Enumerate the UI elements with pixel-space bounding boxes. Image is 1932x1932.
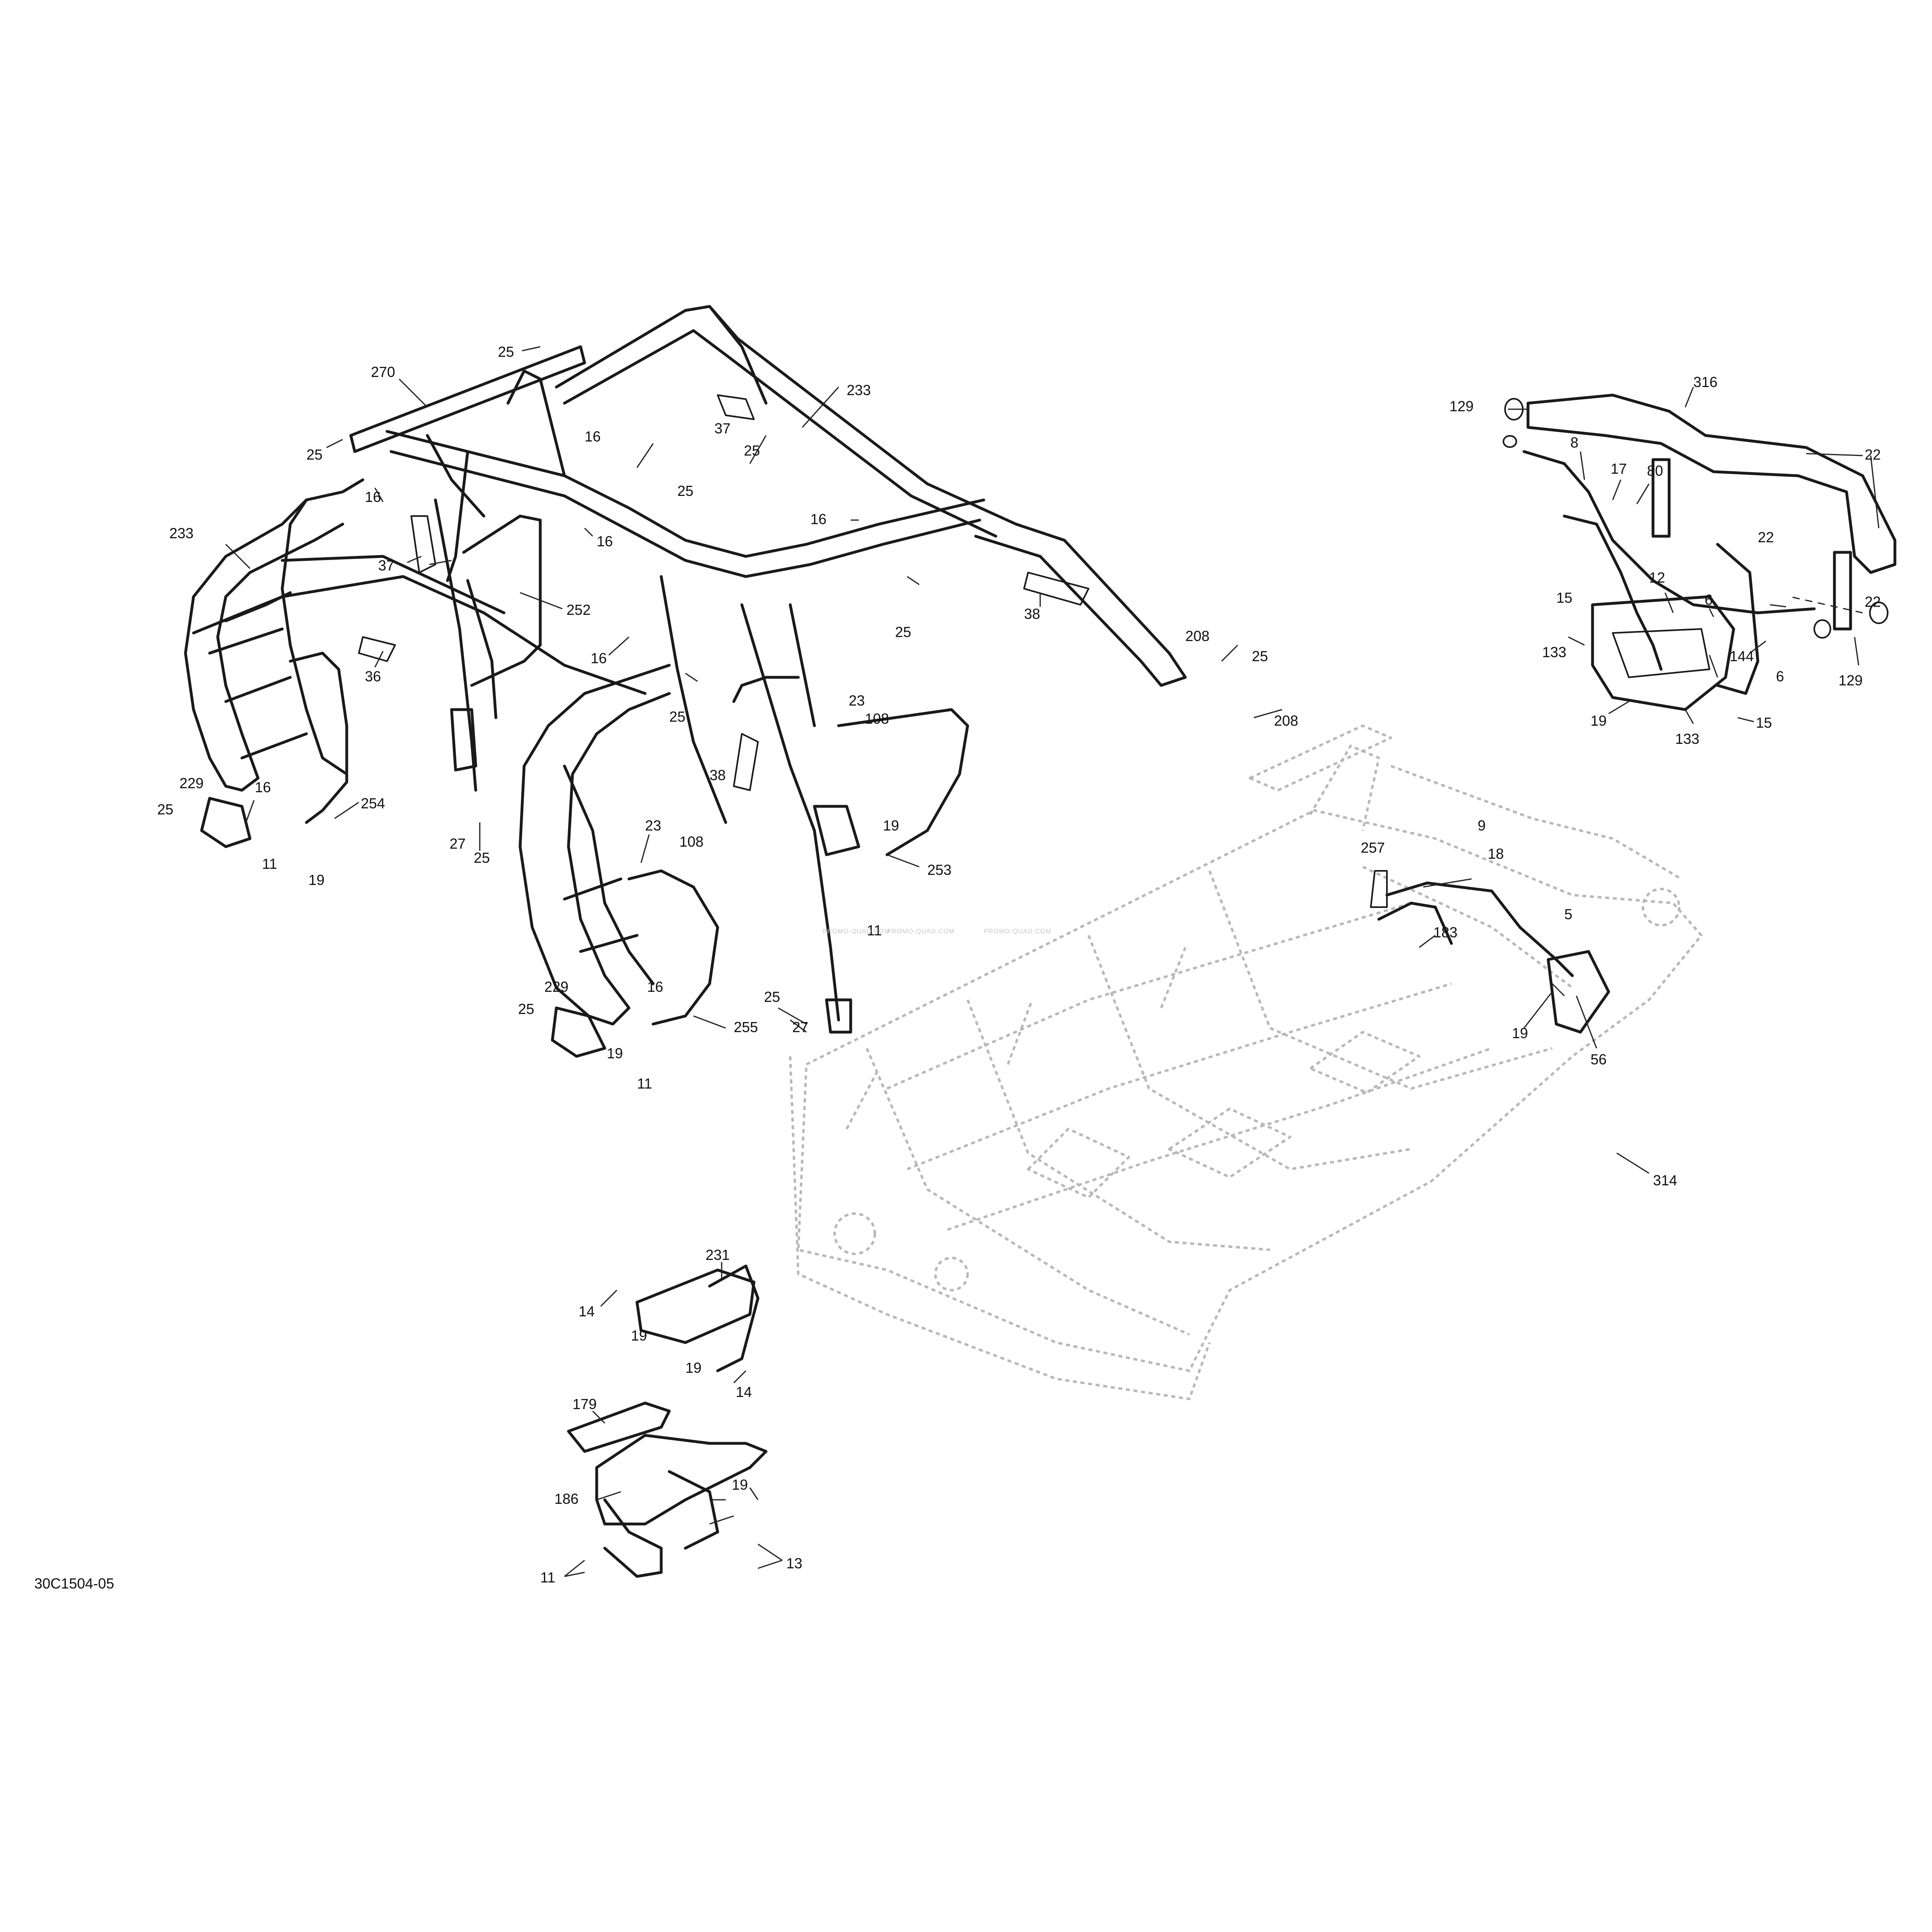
callout-25: 25 — [744, 442, 760, 459]
callout-14: 14 — [736, 1384, 752, 1400]
callout-208: 208 — [1185, 628, 1210, 644]
callout-6: 6 — [1705, 591, 1713, 608]
callout-16: 16 — [365, 489, 381, 505]
callout-179: 179 — [573, 1396, 597, 1412]
callout-25: 25 — [669, 708, 685, 725]
callout-19: 19 — [1591, 712, 1607, 729]
callout-16: 16 — [255, 779, 271, 795]
watermark: PROMO-QUAD.COM — [822, 928, 890, 935]
callout-19: 19 — [1512, 1025, 1528, 1041]
callout-9: 9 — [1478, 817, 1486, 834]
callout-12: 12 — [1649, 569, 1665, 586]
callout-16: 16 — [585, 428, 601, 445]
callout-108: 108 — [865, 710, 889, 727]
watermark: PROMO-QUAD.COM — [984, 928, 1051, 935]
callout-252: 252 — [566, 602, 591, 618]
callout-56: 56 — [1591, 1051, 1607, 1068]
chassis-frame-314 — [789, 724, 1703, 1400]
callout-labels: 270 25 25 16 37 25 233 25 16 16 233 16 3… — [157, 344, 1881, 1586]
callout-38: 38 — [710, 767, 726, 783]
reference-code: 30C1504-05 — [34, 1575, 114, 1592]
callout-11: 11 — [637, 1075, 652, 1092]
callout-144: 144 — [1730, 648, 1754, 664]
roll-cage-frame — [184, 305, 1187, 1058]
callout-25: 25 — [498, 344, 514, 360]
callout-36: 36 — [365, 668, 381, 685]
callout-108: 108 — [679, 833, 704, 850]
callout-231: 231 — [706, 1247, 730, 1263]
mid-components — [1370, 870, 1610, 1034]
callout-37: 37 — [378, 557, 394, 574]
callout-16: 16 — [591, 650, 607, 666]
callout-270: 270 — [371, 364, 395, 380]
callout-22: 22 — [1865, 446, 1881, 463]
callout-183: 183 — [1433, 924, 1457, 941]
callout-129: 129 — [1449, 398, 1474, 414]
callout-15: 15 — [1556, 589, 1572, 606]
callout-233: 233 — [169, 525, 194, 541]
callout-23: 23 — [849, 692, 865, 709]
callout-186: 186 — [554, 1491, 579, 1507]
hitch-assembly — [567, 1264, 768, 1578]
callout-25: 25 — [764, 989, 780, 1005]
callout-38: 38 — [1024, 606, 1040, 622]
callout-253: 253 — [927, 862, 951, 878]
callout-15: 15 — [1756, 714, 1772, 731]
callout-25: 25 — [474, 849, 490, 866]
callout-18: 18 — [1488, 845, 1504, 862]
callout-17: 17 — [1611, 460, 1627, 477]
leader-lines — [225, 346, 1880, 1577]
callout-22: 22 — [1758, 529, 1774, 545]
callout-25: 25 — [1252, 648, 1268, 664]
callout-25: 25 — [518, 1001, 534, 1017]
callout-19: 19 — [308, 872, 325, 888]
callout-257: 257 — [1361, 839, 1385, 856]
callout-25: 25 — [677, 483, 693, 499]
callout-229: 229 — [544, 978, 568, 995]
callout-255: 255 — [734, 1019, 758, 1035]
callout-25: 25 — [306, 446, 323, 463]
callout-37: 37 — [714, 420, 731, 437]
callout-133: 133 — [1542, 644, 1566, 660]
callout-254: 254 — [361, 795, 385, 812]
callout-23: 23 — [645, 817, 661, 834]
callout-11: 11 — [540, 1569, 555, 1586]
callout-25: 25 — [895, 624, 911, 640]
callout-8: 8 — [1570, 434, 1578, 451]
callout-129: 129 — [1838, 672, 1863, 689]
callout-16: 16 — [597, 533, 613, 550]
callout-11: 11 — [262, 856, 277, 872]
callout-208: 208 — [1274, 712, 1298, 729]
callout-133: 133 — [1675, 731, 1699, 747]
callout-27: 27 — [450, 835, 466, 852]
watermark: PROMO-QUAD.COM — [887, 928, 955, 935]
callout-314: 314 — [1653, 1172, 1677, 1189]
callout-16: 16 — [810, 511, 827, 527]
callout-80: 80 — [1647, 462, 1663, 479]
callout-14: 14 — [579, 1303, 595, 1320]
callout-19: 19 — [685, 1359, 702, 1376]
callout-22: 22 — [1865, 593, 1881, 610]
callout-229: 229 — [179, 775, 204, 791]
callout-316: 316 — [1693, 374, 1718, 390]
callout-16: 16 — [647, 978, 663, 995]
rear-bumper-assembly — [1503, 393, 1897, 711]
callout-11: 11 — [867, 922, 882, 939]
callout-233: 233 — [847, 382, 871, 398]
callout-19: 19 — [631, 1327, 647, 1344]
watermarks: PROMO-QUAD.COM PROMO-QUAD.COM PROMO-QUAD… — [822, 928, 1051, 935]
callout-25: 25 — [157, 801, 173, 818]
callout-6: 6 — [1776, 668, 1784, 685]
callout-19: 19 — [883, 817, 899, 834]
callout-13: 13 — [786, 1555, 802, 1572]
callout-19: 19 — [732, 1476, 748, 1493]
callout-19: 19 — [607, 1045, 623, 1062]
callout-27: 27 — [792, 1019, 808, 1035]
callout-5: 5 — [1564, 906, 1572, 922]
